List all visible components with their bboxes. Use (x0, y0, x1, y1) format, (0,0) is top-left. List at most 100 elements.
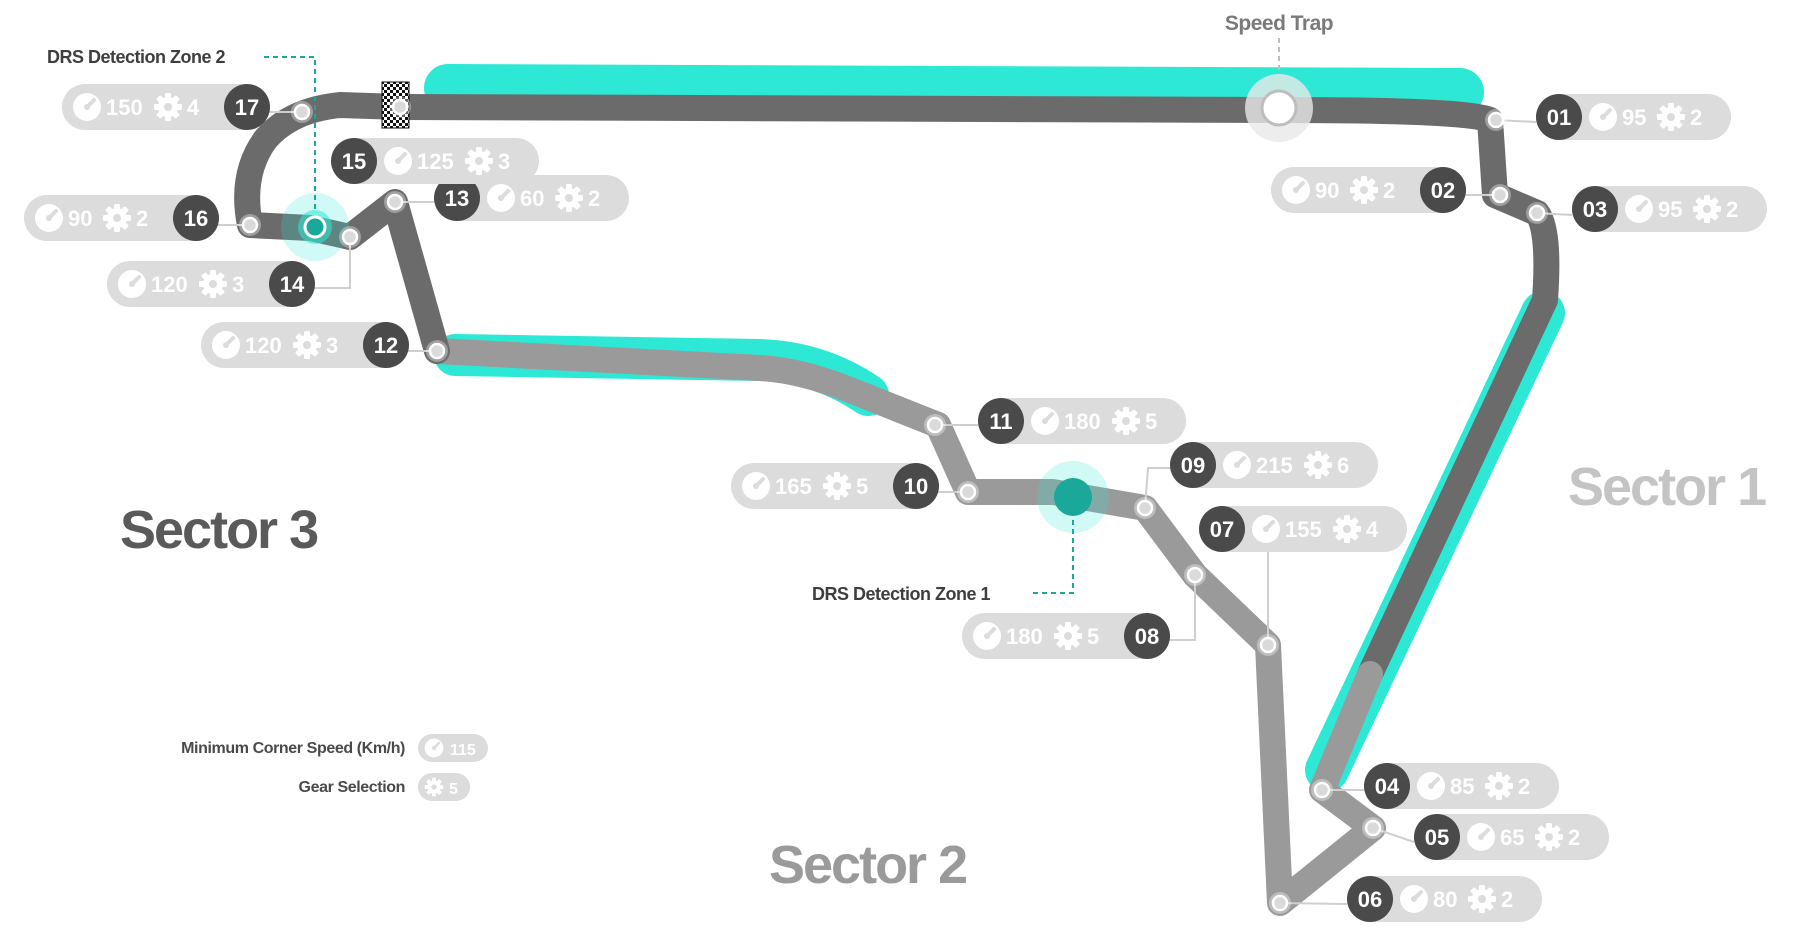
speed-trap-marker (1245, 74, 1313, 142)
speedometer-icon (1588, 102, 1618, 132)
speedometer-icon (1222, 450, 1252, 480)
corner-gear: 3 (498, 149, 510, 174)
corner-number: 17 (235, 95, 259, 120)
speedometer-icon (1399, 884, 1429, 914)
drs-detection-point-2 (281, 193, 349, 261)
corner-node (1491, 186, 1509, 204)
corner-speed: 80 (1433, 887, 1457, 912)
corner-gear: 2 (1518, 774, 1530, 799)
speedometer-icon (1416, 771, 1446, 801)
gear-icon (555, 184, 583, 212)
corner-badge (1170, 442, 1378, 488)
gear-icon (199, 270, 227, 298)
corner-number: 13 (445, 186, 469, 211)
sector-2-label: Sector 2 (769, 835, 966, 895)
corner-speed: 150 (106, 95, 143, 120)
corner-node (1528, 204, 1546, 222)
gear-icon (103, 204, 131, 232)
corner-node (341, 228, 359, 246)
corner-node (1186, 566, 1204, 584)
corner-badge (1414, 814, 1609, 860)
corner-number: 04 (1375, 774, 1400, 799)
corner-number-circle (1124, 613, 1170, 659)
corner-speed: 90 (68, 206, 92, 231)
corner-number: 05 (1425, 825, 1449, 850)
corner-gear: 2 (588, 186, 600, 211)
corner-number-circle (978, 398, 1024, 444)
corner-number-circle (1364, 763, 1410, 809)
corner-badge (1572, 186, 1767, 232)
gear-icon (1468, 885, 1496, 913)
corner-speed: 155 (1285, 517, 1322, 542)
corner-badge (331, 138, 539, 184)
speedometer-icon (383, 146, 413, 176)
speedometer-icon (1281, 175, 1311, 205)
speedometer-icon (72, 92, 102, 122)
speedometer-icon (1466, 822, 1496, 852)
corner-number-circle (1199, 506, 1245, 552)
corner-number: 15 (342, 149, 366, 174)
corner-speed: 85 (1450, 774, 1474, 799)
corner-connector (1279, 902, 1348, 905)
corner-gear: 2 (1726, 197, 1738, 222)
corner-04: 04 85 2 (1311, 763, 1559, 809)
speedometer-icon (1251, 514, 1281, 544)
gear-icon (1054, 622, 1082, 650)
corner-node (386, 193, 404, 211)
corner-speed: 120 (245, 333, 282, 358)
corner-number: 12 (374, 333, 398, 358)
legend: Minimum Corner Speed (Km/h) 115 Gear Sel… (181, 734, 488, 801)
gear-icon (1485, 772, 1513, 800)
corner-node (428, 342, 446, 360)
corner-gear: 2 (136, 206, 148, 231)
corner-number: 02 (1431, 178, 1455, 203)
sector-1-label: Sector 1 (1568, 457, 1766, 517)
corner-node (391, 98, 409, 116)
gear-icon (293, 331, 321, 359)
gear-icon (154, 93, 182, 121)
corner-gear: 2 (1501, 887, 1513, 912)
corner-number: 01 (1547, 105, 1571, 130)
speedometer-icon (741, 471, 771, 501)
gear-icon (1693, 195, 1721, 223)
legend-gear-example: 5 (449, 781, 458, 798)
corner-number: 16 (184, 206, 208, 231)
corner-node (959, 483, 977, 501)
corner-number: 03 (1583, 197, 1607, 222)
corner-gear: 4 (187, 95, 200, 120)
speedometer-icon (486, 183, 516, 213)
corner-gear: 3 (326, 333, 338, 358)
gear-icon (424, 777, 444, 797)
corner-16: 16 90 2 (24, 195, 261, 241)
corner-connector (1168, 575, 1196, 641)
corner-gear: 5 (1145, 409, 1157, 434)
corner-speed: 215 (1256, 453, 1293, 478)
corner-number-circle (1572, 186, 1618, 232)
legend-min-speed-example: 115 (450, 742, 476, 759)
corner-node (1259, 636, 1277, 654)
corner-speed: 95 (1622, 105, 1646, 130)
speedometer-icon (34, 203, 64, 233)
speedometer-icon (1624, 194, 1654, 224)
corner-node (1271, 894, 1289, 912)
corner-node (1136, 499, 1154, 517)
corner-12: 12 120 3 (201, 322, 448, 368)
corner-number-circle (1536, 94, 1582, 140)
corner-connector (1144, 467, 1170, 509)
corner-node (926, 416, 944, 434)
sector-3-label: Sector 3 (120, 500, 318, 560)
legend-gear-label: Gear Selection (299, 779, 405, 796)
corner-gear: 4 (1366, 517, 1379, 542)
corner-number: 09 (1181, 453, 1205, 478)
corner-badge (1347, 876, 1542, 922)
corner-speed: 95 (1658, 197, 1682, 222)
gear-icon (1535, 823, 1563, 851)
corner-gear: 2 (1690, 105, 1702, 130)
